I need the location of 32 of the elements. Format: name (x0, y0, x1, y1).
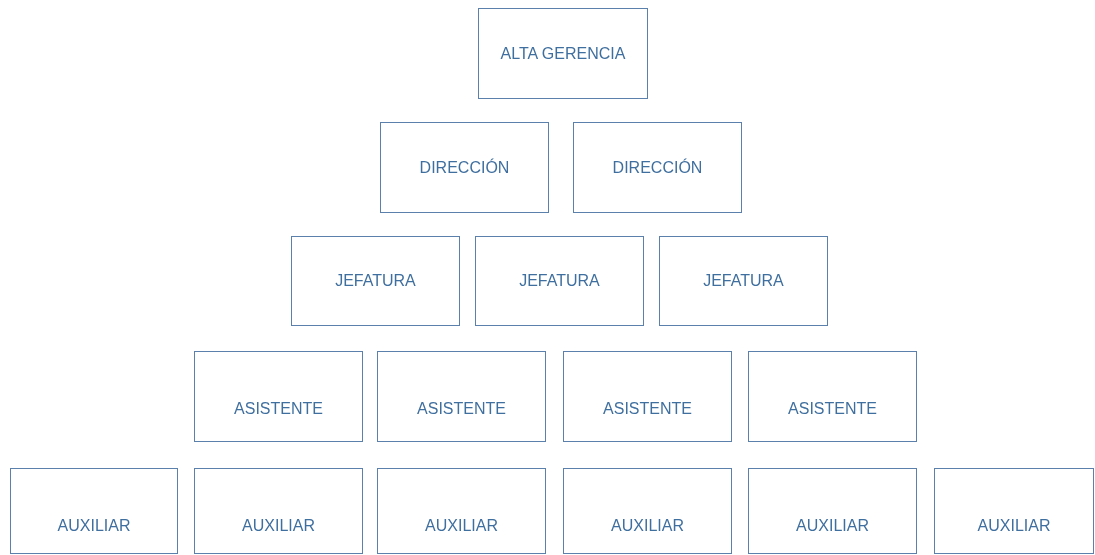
box-label: ASISTENTE (234, 400, 323, 418)
box-label: DIRECCIÓN (612, 158, 703, 177)
org-box (291, 236, 460, 326)
org-box (377, 351, 546, 442)
org-box (478, 8, 648, 99)
org-box (563, 468, 732, 554)
box-label: ASISTENTE (417, 400, 506, 418)
org-box (10, 468, 178, 554)
org-box (563, 351, 732, 442)
org-box (377, 468, 546, 554)
org-box (194, 351, 363, 442)
box-label: AUXILIAR (796, 517, 869, 535)
org-box (934, 468, 1094, 554)
org-box (573, 122, 742, 213)
org-box (659, 236, 828, 326)
org-box (194, 468, 363, 554)
box-label: DIRECCIÓN (419, 158, 510, 177)
box-label: ASISTENTE (788, 400, 877, 418)
box-label: AUXILIAR (425, 517, 498, 535)
org-box (748, 351, 917, 442)
box-label: JEFATURA (703, 272, 784, 290)
box-label: AUXILIAR (57, 517, 131, 535)
box-label: AUXILIAR (611, 517, 684, 535)
org-box (380, 122, 549, 213)
box-label: AUXILIAR (242, 517, 315, 535)
box-label: AUXILIAR (977, 517, 1051, 535)
org-box (748, 468, 917, 554)
box-label: ALTA GERENCIA (500, 44, 626, 63)
box-label: JEFATURA (335, 272, 416, 290)
box-label: ASISTENTE (603, 400, 692, 418)
org-box (475, 236, 644, 326)
box-label: JEFATURA (519, 272, 600, 290)
